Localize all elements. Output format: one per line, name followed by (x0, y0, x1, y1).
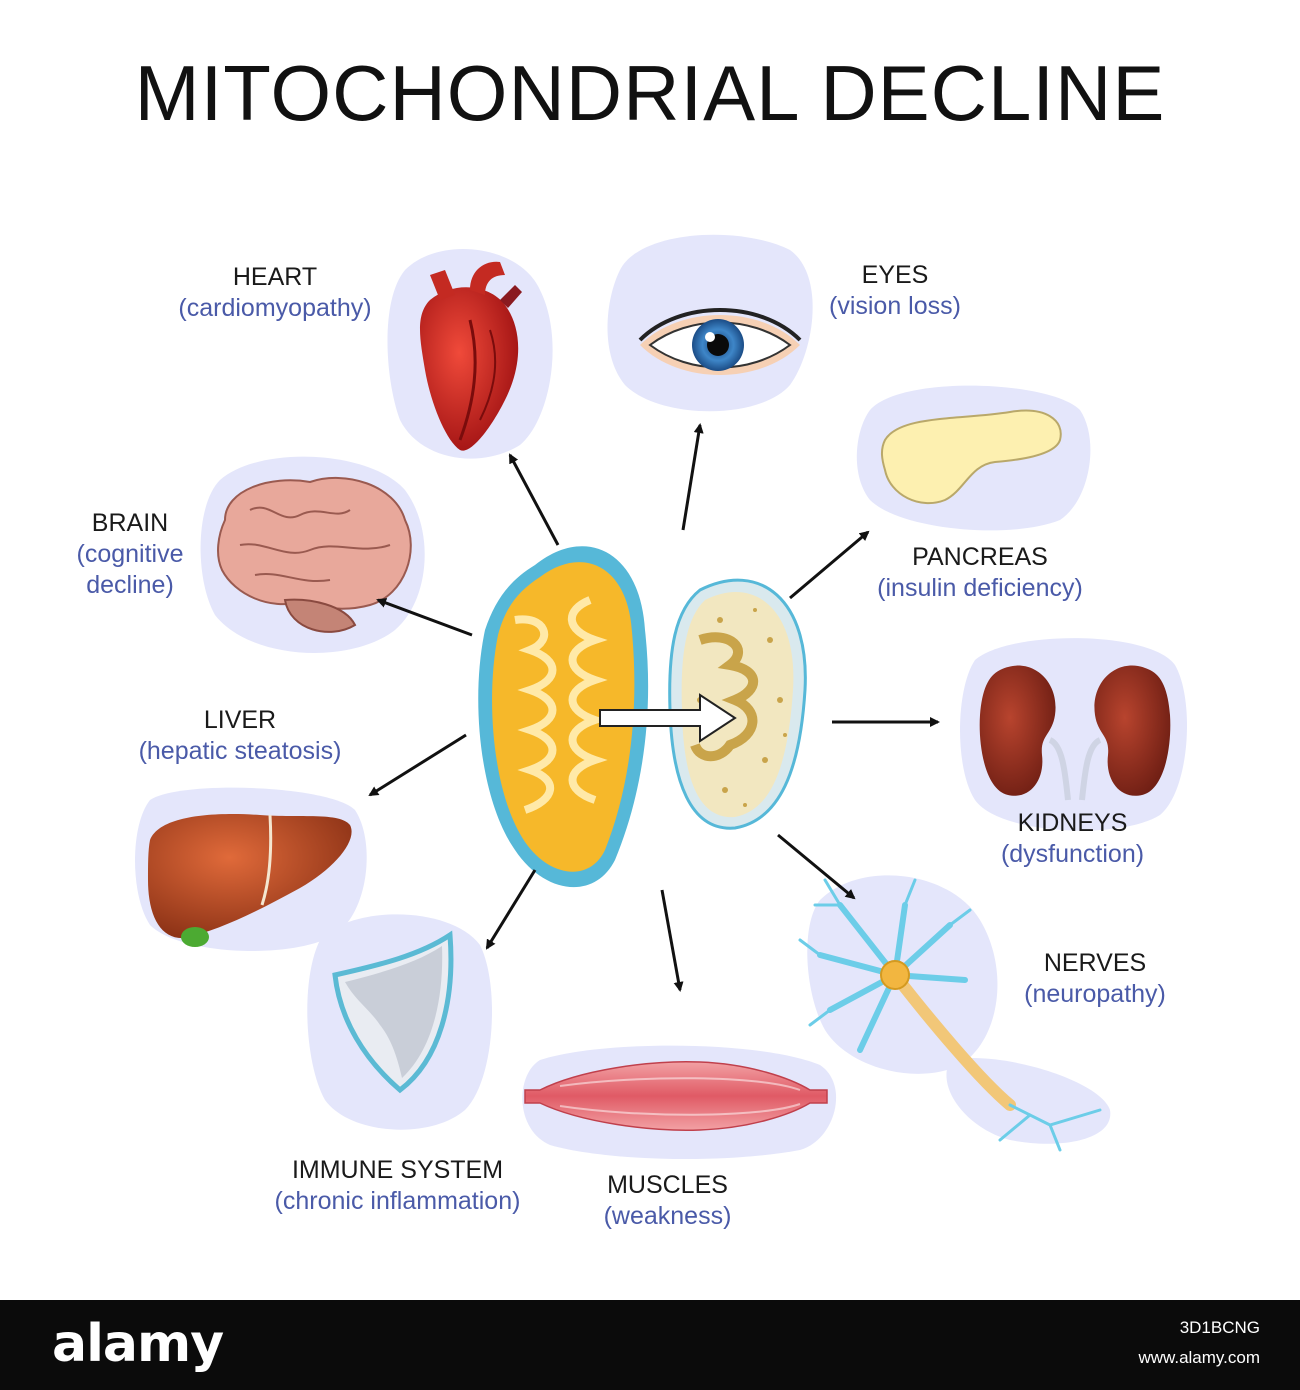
liver-condition: (hepatic steatosis) (138, 737, 342, 765)
healthy-mitochondrion (478, 546, 649, 888)
brain-condition-line2: decline) (86, 571, 174, 599)
brain-illustration (217, 476, 412, 633)
eyes-name: EYES (861, 261, 929, 289)
heart-condition: (cardiomyopathy) (178, 294, 372, 322)
diagram-title: MITOCHONDRIAL DECLINE (134, 49, 1166, 137)
label-heart: HEART (cardiomyopathy) (150, 262, 400, 324)
muscles-condition: (weakness) (603, 1202, 732, 1230)
immune-name: IMMUNE SYSTEM (291, 1156, 504, 1184)
transition-arrow (599, 693, 737, 743)
eye-illustration (638, 308, 802, 375)
immune-condition: (chronic inflammation) (274, 1187, 521, 1215)
brand-logo: alamy (52, 1314, 224, 1374)
heart-illustration (420, 261, 522, 451)
pancreas-illustration (881, 409, 1062, 505)
arrow-to-immune (485, 869, 537, 950)
label-nerves: NERVES (neuropathy) (1010, 948, 1180, 1010)
arrow-to-liver (368, 733, 467, 797)
damaged-mitochondrion (668, 578, 807, 830)
kidneys-condition: (dysfunction) (1000, 840, 1145, 868)
nerves-condition: (neuropathy) (1024, 980, 1166, 1008)
muscle-illustration (524, 1061, 828, 1131)
arrow-to-pancreas (789, 530, 870, 600)
nerves-name: NERVES (1043, 949, 1147, 977)
arrow-to-muscles (660, 889, 684, 992)
label-pancreas: PANCREAS (insulin deficiency) (855, 542, 1105, 604)
shield-illustration (332, 930, 454, 1094)
brain-condition-line1: (cognitive (76, 540, 184, 568)
kidneys-name: KIDNEYS (1017, 809, 1128, 837)
nerve-illustration (798, 878, 1102, 1152)
label-kidneys: KIDNEYS (dysfunction) (970, 808, 1175, 870)
muscles-name: MUSCLES (607, 1171, 728, 1199)
label-immune: IMMUNE SYSTEM (chronic inflammation) (255, 1155, 540, 1217)
kidneys-illustration (979, 665, 1171, 801)
arrow-to-brain (376, 598, 473, 637)
site-url: www.alamy.com (1138, 1348, 1260, 1367)
arrow-to-eyes (681, 423, 704, 531)
image-id: 3D1BCNG (1179, 1318, 1260, 1337)
label-eyes: EYES (vision loss) (800, 260, 990, 322)
liver-name: LIVER (203, 706, 277, 734)
pancreas-name: PANCREAS (912, 543, 1048, 571)
arrow-to-nerves (777, 833, 856, 900)
brain-name: BRAIN (91, 509, 169, 537)
label-liver: LIVER (hepatic steatosis) (115, 705, 365, 767)
label-brain: BRAIN (cognitive decline) (55, 508, 205, 601)
heart-name: HEART (232, 263, 318, 291)
diagram-canvas (135, 234, 1187, 1160)
liver-illustration (148, 814, 352, 947)
effect-arrows (368, 423, 940, 992)
watermark-footer: alamy 3D1BCNG www.alamy.com (0, 1300, 1300, 1390)
label-muscles: MUSCLES (weakness) (575, 1170, 760, 1232)
pancreas-condition: (insulin deficiency) (877, 574, 1083, 602)
eyes-condition: (vision loss) (829, 292, 961, 320)
arrow-to-heart (508, 453, 560, 546)
